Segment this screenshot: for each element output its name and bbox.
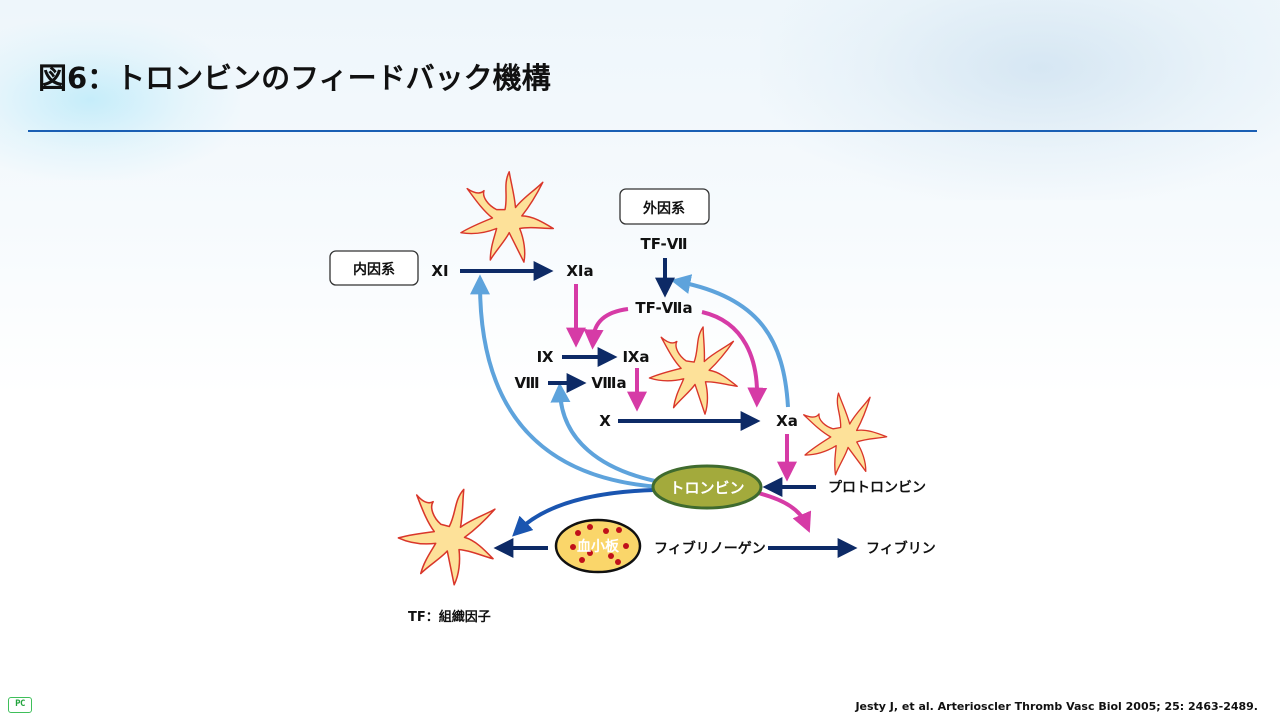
factor-Xa-label: Xa: [776, 412, 798, 430]
prothrombin-label: プロトロンビン: [828, 480, 926, 496]
factor-VIIIa-label: Ⅷa: [591, 374, 626, 392]
thrombin-node: トロンビン: [651, 464, 763, 510]
feedback-arrow-Xa-to-TFVII: [670, 274, 790, 408]
factor-IX-label: Ⅸ: [537, 348, 554, 366]
factor-TFVIIa-label: TF-Ⅶa: [635, 299, 692, 317]
fibrin-label: フィブリン: [866, 540, 936, 557]
factor-XIa-label: XIa: [566, 262, 593, 280]
fibrinogen-label: フィブリノーゲン: [654, 540, 766, 557]
activated-platelet-icon: [794, 385, 893, 482]
arrow-TFVIIa-activates-IX: [583, 307, 629, 350]
intrinsic-pathway-box: 内因系: [329, 250, 419, 286]
footnote-tf-definition: TF：組織因子: [408, 610, 491, 625]
intrinsic-pathway-label: 内因系: [353, 261, 395, 278]
activated-platelet-icon: [644, 319, 746, 419]
activated-platelet-icon: [389, 475, 510, 594]
page-title: 図6：トロンビンのフィードバック機構: [38, 61, 551, 95]
background-cloud: [760, 0, 1280, 200]
pc-logo-icon: PC: [8, 697, 32, 713]
title-divider: [28, 130, 1257, 132]
platelet-label: 血小板: [577, 538, 620, 555]
thrombin-label: トロンビン: [669, 479, 744, 497]
arrow-thrombin-activates-fibrinogen: [757, 491, 812, 533]
factor-VIII-label: Ⅷ: [514, 374, 539, 392]
extrinsic-pathway-label: 外因系: [643, 200, 685, 217]
factor-XI-label: XI: [431, 262, 448, 280]
arrow-TFVIIa-activates-X: [701, 310, 768, 408]
platelet-node: 血小板: [554, 518, 642, 574]
arrow-thrombin-to-platelet-activation: [512, 488, 655, 537]
factor-TFVII-label: TF-Ⅶ: [640, 235, 687, 253]
factor-IXa-label: Ⅸa: [623, 348, 650, 366]
activated-platelet-icon: [460, 171, 555, 263]
factor-X-label: X: [599, 412, 611, 430]
extrinsic-pathway-box: 外因系: [619, 188, 710, 225]
feedback-arrow-thrombin-to-XI: [470, 274, 661, 489]
background-glow: [0, 20, 240, 180]
citation: Jesty J, et al. Arterioscler Thromb Vasc…: [855, 700, 1258, 713]
feedback-arrow-thrombin-to-VIII: [550, 382, 661, 484]
